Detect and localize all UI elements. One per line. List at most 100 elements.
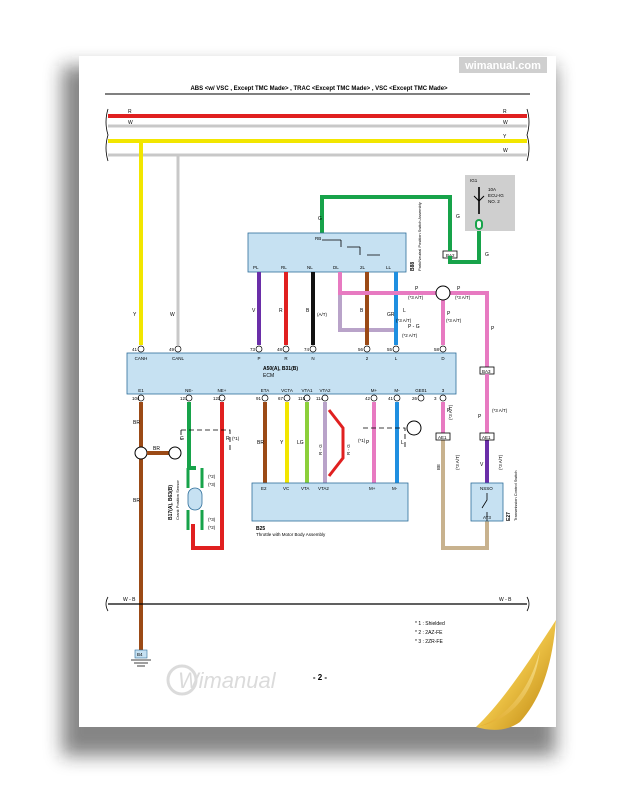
ecm-pin-neneg — [185, 394, 193, 402]
fuse-number: NO. 2 — [488, 199, 500, 204]
throttle-pin-vta2: VTA2 — [318, 486, 329, 491]
ecm-pin-two — [363, 345, 371, 353]
note-3at-pink: (*3 A/T) — [408, 295, 424, 300]
wire-label-vta2-b: R - G — [346, 444, 351, 455]
wire-label-canh: Y — [133, 312, 137, 318]
ecm-pin-label-neneg: NE- — [185, 388, 193, 393]
wire-label-nepos: R — [226, 436, 230, 442]
transmission-switch-box: NSSO AT3 E27 Transmission Control Switch — [470, 470, 518, 522]
neutral-switch-pin-dl: DL — [333, 265, 339, 270]
fuse-name: ECU-IG — [488, 193, 504, 198]
wire-junction-br — [134, 446, 148, 460]
ecm-pin-number-mneg: 41 — [388, 396, 394, 401]
ecm-pin-n — [309, 345, 317, 353]
ecm-pin-p — [255, 345, 263, 353]
wire-label-rl: R — [279, 308, 283, 314]
ground-symbol: B4 — [131, 649, 151, 667]
wire-label-vta1: LG — [297, 440, 304, 446]
connector-ba2-label: BA2 — [446, 253, 455, 258]
ecm-pin-number-r: 48 — [277, 347, 283, 352]
ecm-pin-number-e1: 104 — [132, 396, 140, 401]
bus-label-r-right: R — [503, 109, 507, 115]
wire-label-ge01: BE — [436, 464, 441, 470]
neutral-switch-pin-2l: 2L — [360, 265, 366, 270]
crank-note-2a: (*2) — [208, 474, 216, 479]
bus-label-w-right: W — [503, 120, 508, 126]
page-curl-corner — [476, 620, 556, 730]
ecm-box: A50(A), B31(B) ECM — [126, 352, 457, 395]
ecm-pin-mneg — [393, 394, 401, 402]
bus-label-r-left: R — [128, 109, 132, 115]
ecm-pin-label-vcta: VCTA — [281, 388, 293, 393]
ecm-pin-label-vta1: VTA1 — [302, 388, 313, 393]
note-2at-pg: (*2 A/T) — [402, 333, 418, 338]
neutral-switch-code: B88 — [410, 262, 416, 271]
ecm-pin-label-eta: ETA — [261, 388, 269, 393]
wire-label-pink-p4: P — [491, 326, 495, 332]
ecm-pin-r — [282, 345, 290, 353]
bus-label-y-right: Y — [503, 134, 507, 140]
connector-ba3-label: BA3 — [482, 369, 491, 374]
wire-label-pg: P - G — [408, 324, 420, 330]
ecm-pin-number-canh: 41 — [132, 347, 138, 352]
ecm-pin-label-vta2: VTA2 — [320, 388, 331, 393]
ecm-pin-number-d: 58 — [434, 347, 440, 352]
site-watermark-bg — [459, 57, 547, 73]
wire-label-pink-p3: P — [447, 311, 451, 317]
throttle-pin-mneg: M- — [392, 486, 398, 491]
crank-position-sensor: B17(A), B63(B) Crank Position Sensor (*2… — [168, 468, 216, 530]
trans-switch-pin-nsso: NSSO — [480, 486, 493, 491]
ecm-pin-number-nepos: 122 — [213, 396, 221, 401]
ecm-pin-three — [439, 394, 447, 402]
crank-note-3a: (*3) — [208, 482, 216, 487]
ecm-pin-number-vta1: 115 — [298, 396, 306, 401]
neutral-switch-pin-nl: NL — [307, 265, 313, 270]
wimanual-logo-watermark: Wimanual — [166, 664, 277, 696]
neutral-switch-sw-label: RB — [315, 236, 321, 241]
wire-label-vta2: R - G — [318, 444, 323, 455]
wire-label-ll: L — [403, 308, 406, 314]
throttle-body-box: E2 VC VTA VTA2 M+ M- — [251, 482, 409, 522]
bus-label-w-left: W — [128, 120, 133, 126]
connector-ae1 — [435, 432, 451, 441]
ecm-pin-number-two: 56 — [358, 347, 364, 352]
wire-label-pink-p2: P — [457, 286, 461, 292]
note-3at-three: (*3 A/T) — [498, 454, 503, 470]
ecm-pin-number-ge01: 26 — [412, 396, 418, 401]
wire-label-2l: GR — [387, 312, 395, 318]
connector-ae1b-label: AE1 — [482, 435, 491, 440]
wimanual-logo-text: Wimanual — [178, 668, 277, 693]
throttle-code: B25 — [256, 526, 265, 532]
ecm-pin-label-d: D — [441, 356, 445, 361]
throttle-pin-vc: VC — [283, 486, 290, 491]
shield-ground-m — [406, 420, 422, 436]
wire-label-pink-p5: P — [478, 414, 482, 420]
ecm-bot-pins: 104E1121NE-122NE+91ETA67VCTA115VTA1114VT… — [132, 388, 447, 402]
ecm-pin-label-r: R — [284, 356, 288, 361]
wire-label-pl: V — [252, 308, 256, 314]
wire-vta2-shield — [327, 409, 345, 477]
ecm-pin-d — [439, 345, 447, 353]
page-number: - 2 - — [313, 673, 328, 682]
wire-label-mpos: P — [366, 440, 370, 446]
wire-label-mneg: L — [401, 440, 404, 446]
wire-label-pink-p: P — [415, 286, 419, 292]
ecm-pin-l — [392, 345, 400, 353]
bus-label-w2-right: W — [503, 148, 508, 154]
ecm-pin-label-ge01: GE01 — [415, 388, 427, 393]
throttle-pin-vta: VTA — [301, 486, 309, 491]
bus-label-wb-right: W - B — [499, 597, 512, 603]
crank-note-3b: (*3) — [208, 517, 216, 522]
legend-note-3: * 3 : 2ZR-FE — [415, 639, 443, 645]
ecm-pin-label-p: P — [257, 356, 260, 361]
ecm-pin-mpos — [370, 394, 378, 402]
ecm-pin-label-nepos: NE+ — [218, 388, 227, 393]
ecm-pin-eta — [261, 394, 269, 402]
note-3at-ba3: (*3 A/T) — [492, 408, 508, 413]
fuse-ecu-ig: IG1 10A ECU-IG NO. 2 — [465, 175, 515, 231]
wire-label-three: V — [480, 462, 484, 468]
trans-switch-pin-at3: AT3 — [483, 515, 491, 520]
page-title: ABS <w/ VSC , Except TMC Made> , TRAC <E… — [190, 86, 448, 92]
site-watermark: wimanual.com — [464, 60, 541, 72]
